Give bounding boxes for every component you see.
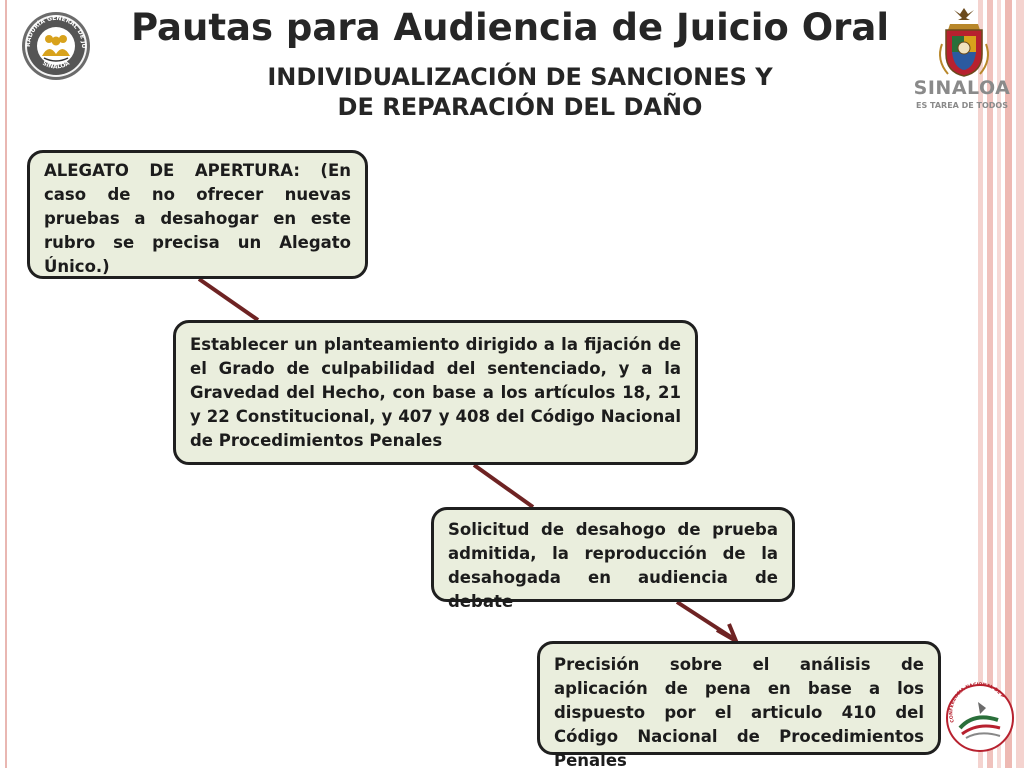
page-subtitle: INDIVIDUALIZACIÓN DE SANCIONES Y DE REPA… xyxy=(200,62,840,122)
step-1-opening-argument-box: ALEGATO DE APERTURA: (En caso de no ofre… xyxy=(27,150,368,279)
seal-ring-text-bottom: SINALOA xyxy=(41,60,71,71)
pgj-seal-logo: PROCURADURÍA GENERAL DE JUSTICIA SINALOA xyxy=(20,10,90,80)
page-title: Pautas para Audiencia de Juicio Oral xyxy=(130,6,890,49)
sinaloa-slogan: ES TAREA DE TODOS xyxy=(916,101,1008,110)
connector-1-2 xyxy=(197,277,260,322)
step-4-penalty-analysis-box: Precisión sobre el análisis de aplicació… xyxy=(537,641,941,770)
sinaloa-wordmark: SINALOA xyxy=(913,77,1011,99)
side-stripes xyxy=(978,0,1024,768)
step-2-culpability-statement-box: Establecer un planteamiento dirigido a l… xyxy=(173,320,698,465)
conference-seal-logo: CONFERENCIA NACIONAL DE PROCURACIÓN DE J… xyxy=(944,682,1014,752)
subtitle-line-2: DE REPARACIÓN DEL DAÑO xyxy=(337,93,703,121)
connector-2-3 xyxy=(472,463,535,509)
svg-text:SINALOA: SINALOA xyxy=(41,60,71,71)
left-border-line xyxy=(5,0,7,768)
subtitle-line-1: INDIVIDUALIZACIÓN DE SANCIONES Y xyxy=(267,63,773,91)
step-3-evidence-request-box: Solicitud de desahogo de prueba admitida… xyxy=(431,507,795,611)
sinaloa-coat-of-arms xyxy=(939,8,989,77)
